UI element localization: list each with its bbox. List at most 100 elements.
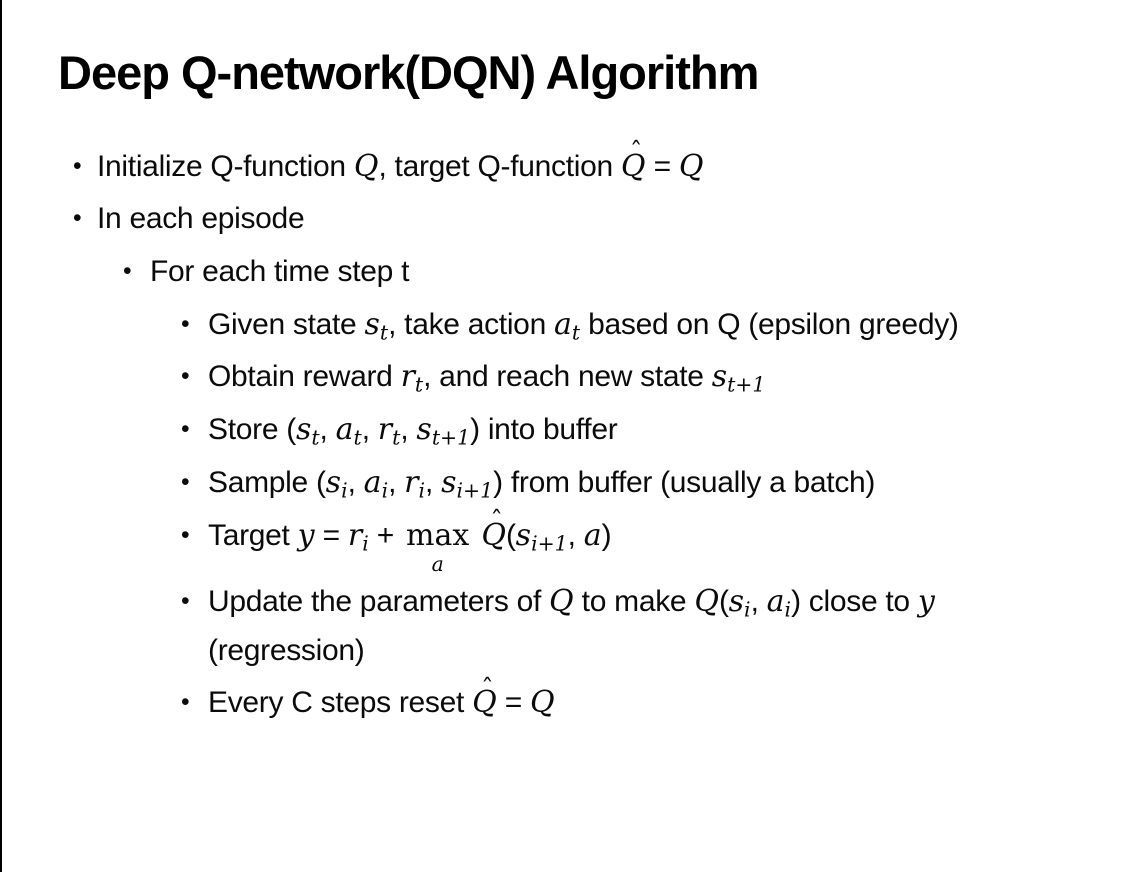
math-run: t — [414, 372, 424, 397]
bullet-dot: • — [181, 363, 190, 391]
bullet-item: • Every C steps reset Q = Q — [0, 679, 1028, 728]
math-run: r — [377, 412, 393, 448]
text-run: Initialize Q-function — [97, 149, 354, 183]
bullet-text: Initialize Q-function Q, target Q-functi… — [97, 148, 704, 184]
math-run: t — [379, 320, 389, 345]
text-run: , — [567, 518, 584, 552]
text-run — [473, 519, 481, 552]
text-run: = — [314, 518, 348, 552]
text-run: ) close to — [791, 584, 918, 618]
math-run: Q — [353, 148, 379, 184]
math-run: a — [363, 464, 382, 500]
text-run: For each time step t — [150, 254, 410, 288]
bullet-item: •Update the parameters of Q to make Q(si… — [0, 578, 1028, 675]
math-run: t — [571, 320, 581, 345]
math-run: Q — [472, 679, 497, 728]
math-run: s — [364, 306, 380, 342]
math-run: i — [744, 597, 751, 622]
math-run: t+1 — [727, 372, 766, 397]
text-run: = — [645, 149, 679, 183]
text-run: , — [400, 413, 417, 447]
text-run: Given state — [208, 307, 365, 341]
text-run: Sample ( — [208, 465, 326, 499]
text-run: , — [750, 584, 767, 618]
math-run: s — [711, 359, 728, 395]
bullet-dot: • — [181, 310, 190, 338]
math-run: Q — [549, 583, 574, 619]
math-run: i — [784, 597, 792, 622]
text-run: , — [388, 465, 405, 499]
text-run: , — [425, 465, 442, 499]
text-run: to make — [573, 584, 695, 618]
bullet-text: Given state st, take action at based on … — [208, 306, 959, 345]
text-run: Obtain reward — [208, 360, 401, 394]
math-run: Q — [678, 148, 704, 184]
math-run: s — [728, 583, 745, 619]
bullet-text: Every C steps reset Q = Q — [208, 685, 555, 721]
math-run: Q — [530, 685, 555, 721]
bullet-item: •Store (st, at, rt, st+1) into buffer — [0, 406, 1028, 455]
text-run: ( — [718, 584, 729, 618]
math-run: t — [353, 425, 362, 450]
math-run: r — [404, 464, 419, 500]
bullet-item: •Initialize Q-function Q, target Q-funct… — [0, 143, 1124, 192]
math-run: i+1 — [456, 478, 494, 503]
math-run: Q — [481, 512, 506, 561]
bullet-text: Sample (si, ai, ri, si+1) from buffer (u… — [208, 464, 876, 503]
math-run: a — [766, 583, 785, 619]
text-run: Every C steps reset — [208, 686, 473, 720]
bullet-dot: • — [123, 257, 132, 285]
math-run: Q — [621, 143, 646, 192]
text-run: , take action — [388, 307, 554, 341]
bullet-item: •Sample (si, ai, ri, si+1) from buffer (… — [0, 459, 1028, 508]
text-run: = — [496, 686, 530, 720]
math-run: t — [392, 425, 401, 450]
text-run: based on Q (epsilon greedy) — [580, 307, 959, 341]
bullet-item: • Given state st, take action at based on… — [0, 301, 1028, 350]
math-run: r — [347, 517, 363, 553]
text-run: Target — [208, 518, 298, 552]
math-run: i — [381, 478, 389, 503]
bullet-dot: • — [73, 152, 82, 180]
text-run: ) from buffer (usually a batch) — [493, 465, 876, 499]
text-run: , — [347, 465, 364, 499]
math-run: a — [583, 517, 602, 553]
math-run: t+1 — [431, 425, 471, 450]
bullet-list: •Initialize Q-function Q, target Q-funct… — [0, 143, 1124, 728]
math-run: s — [325, 464, 342, 500]
bullet-text: For each time step t — [150, 255, 409, 288]
math-run: s — [515, 517, 532, 553]
math-run: Q — [694, 583, 719, 619]
bullet-text: Obtain reward rt, and reach new state st… — [208, 359, 765, 397]
slide-title: Deep Q-network(DQN) Algorithm — [58, 46, 759, 99]
math-run: i — [341, 478, 348, 503]
text-run: ( — [505, 518, 516, 552]
text-run: , — [319, 413, 336, 447]
text-run: , and reach new state — [423, 360, 712, 394]
bullet-text: Update the parameters of Q to make Q(si,… — [208, 583, 935, 667]
text-run: In each episode — [97, 202, 305, 236]
text-run: , target Q-function — [378, 149, 621, 183]
bullet-dot: • — [181, 416, 190, 444]
bullet-dot: • — [181, 468, 190, 496]
math-run: i+1 — [531, 531, 568, 556]
bullet-item: • In each episode — [0, 195, 1124, 244]
bullet-dot: • — [181, 689, 190, 717]
math-run: s — [441, 464, 457, 500]
text-run: Update the parameters of — [208, 584, 550, 618]
text-run: , — [361, 413, 378, 447]
math-run: a — [335, 412, 354, 448]
text-run: ) into buffer — [470, 413, 618, 447]
math-run: y — [297, 517, 315, 553]
bullet-dot: • — [73, 205, 82, 233]
math-run: i — [418, 478, 426, 503]
bullet-item: • For each time step t — [0, 248, 1124, 297]
math-run: y — [917, 583, 935, 619]
text-run: (regression) — [208, 633, 365, 667]
math-run: i — [362, 531, 369, 556]
math-run: t — [311, 425, 320, 450]
math-run: s — [416, 412, 432, 448]
